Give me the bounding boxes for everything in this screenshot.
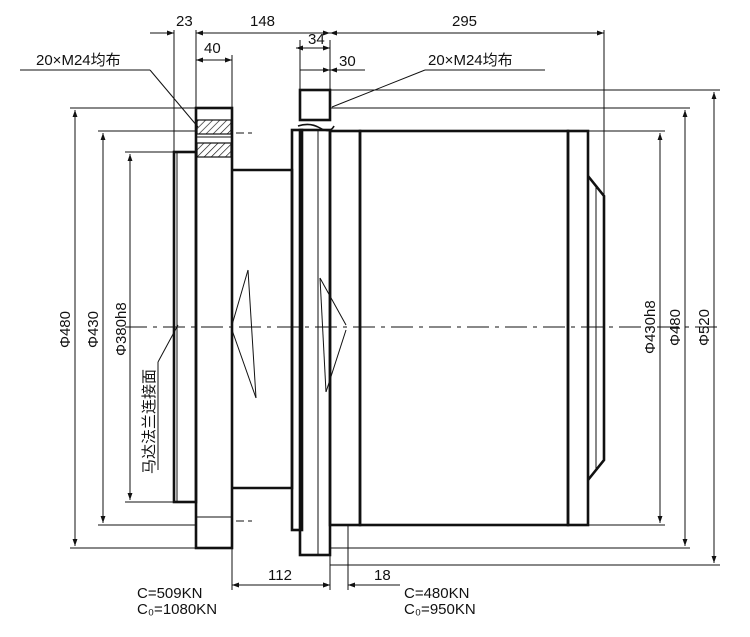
motor-face-label: 马达法兰连接面 [141, 369, 158, 474]
right-bearing-c: C=480KN [404, 585, 469, 602]
dim-30: 30 [339, 53, 356, 70]
leader-notes: 20×M24均布 20×M24均布 [20, 52, 545, 128]
dim-18: 18 [374, 567, 391, 584]
left-bearing-c0: C₀=1080KN [137, 601, 217, 618]
left-diameters: Φ480 Φ430 Φ380h8 [57, 110, 133, 546]
dim-23: 23 [176, 13, 193, 30]
dim-40: 40 [204, 40, 221, 57]
dim-34: 34 [308, 31, 325, 48]
bolt-note-left: 20×M24均布 [36, 52, 121, 69]
right-flange [290, 88, 347, 557]
right-bearing-c0: C₀=950KN [404, 601, 476, 618]
left-flange [172, 106, 252, 550]
right-diameters: Φ430h8 Φ480 Φ520 [642, 92, 717, 563]
dim-phi520: Φ520 [696, 309, 713, 346]
motor-face-note: 马达法兰连接面 [141, 324, 179, 474]
dim-phi480-right: Φ480 [667, 309, 684, 346]
dim-148: 148 [250, 13, 275, 30]
dim-112: 112 [268, 567, 292, 584]
dim-phi430-left: Φ430 [85, 311, 102, 348]
dim-phi430h8: Φ430h8 [642, 300, 659, 354]
bolt-note-right: 20×M24均布 [428, 52, 513, 69]
housing [328, 129, 606, 527]
bottom-dimensions: 112 18 [232, 567, 400, 588]
dim-295: 295 [452, 13, 477, 30]
dim-phi380h8: Φ380h8 [113, 302, 130, 356]
hub [231, 168, 294, 490]
top-dimensions: 23 148 295 40 34 30 [150, 13, 604, 73]
load-ratings: C=509KN C₀=1080KN C=480KN C₀=950KN [137, 585, 476, 618]
left-bearing-c: C=509KN [137, 585, 202, 602]
dim-phi480-left: Φ480 [57, 311, 74, 348]
extension-lines [70, 30, 720, 590]
